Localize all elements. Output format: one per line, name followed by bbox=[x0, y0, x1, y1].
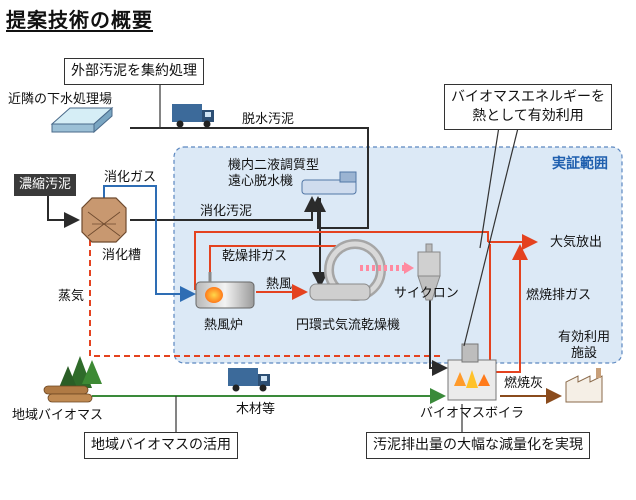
biomass-energy-callout: バイオマスエネルギーを 熱として有効利用 bbox=[444, 84, 612, 130]
external-sludge-callout: 外部汚泥を集約処理 bbox=[64, 58, 204, 85]
effective-use-line1: 有効利用 bbox=[558, 330, 611, 345]
wood-label: 木材等 bbox=[236, 402, 276, 417]
callout-text: 地域バイオマスの活用 bbox=[91, 437, 231, 453]
combustion-exhaust-label: 燃焼排ガス bbox=[526, 288, 592, 303]
steam-label: 蒸気 bbox=[58, 289, 85, 304]
thick-sludge-label: 濃縮汚泥 bbox=[14, 174, 77, 196]
digester-label: 消化槽 bbox=[102, 248, 142, 263]
hot-air-label: 熱風 bbox=[266, 277, 293, 292]
digestion-gas-label: 消化ガス bbox=[104, 170, 157, 185]
truck-icon bbox=[228, 368, 270, 392]
logs-icon bbox=[43, 385, 93, 403]
dry-exhaust-label: 乾燥排ガス bbox=[222, 249, 288, 264]
effective-use-line2: 施設 bbox=[571, 346, 598, 361]
sewage-plant-label: 近隣の下水処理場 bbox=[8, 92, 113, 107]
dewatering-line2: 遠心脱水機 bbox=[228, 174, 294, 189]
hot-air-furnace-icon bbox=[195, 272, 255, 309]
hot-air-furnace-label: 熱風炉 bbox=[204, 318, 244, 333]
regional-biomass-label: 地域バイオマス bbox=[12, 408, 104, 423]
callout-text: 熱として有効利用 bbox=[472, 108, 584, 124]
boiler-label: バイオマスボイラ bbox=[420, 406, 525, 421]
centrifuge-icon bbox=[301, 171, 357, 195]
truck-icon bbox=[172, 104, 214, 128]
digestion-gas-flow bbox=[103, 185, 196, 302]
callout-pointers bbox=[159, 84, 521, 432]
sludge-reduction-callout: 汚泥排出量の大幅な減量化を実現 bbox=[366, 432, 590, 459]
ring-dryer-icon bbox=[309, 239, 414, 301]
callout-text: 外部汚泥を集約処理 bbox=[71, 63, 197, 79]
dewatered-sludge-label: 脱水汚泥 bbox=[242, 112, 295, 127]
regional-biomass-callout: 地域バイオマスの活用 bbox=[84, 432, 238, 459]
digester-icon bbox=[81, 197, 127, 243]
digested-sludge-flow bbox=[130, 196, 320, 221]
atmosphere-label: 大気放出 bbox=[550, 235, 603, 250]
biomass-boiler-icon bbox=[447, 343, 497, 401]
callout-text: 汚泥排出量の大幅な減量化を実現 bbox=[373, 437, 583, 453]
facility-icon bbox=[565, 368, 603, 403]
callout-text: バイオマスエネルギーを bbox=[451, 89, 605, 105]
cyclone-icon bbox=[417, 243, 441, 301]
demo-area bbox=[173, 146, 623, 364]
sewage-plant-icon bbox=[50, 106, 114, 134]
dewatering-machine-label: 機内二液調質型 遠心脱水機 bbox=[228, 158, 319, 190]
cyclone-to-boiler-flow bbox=[429, 300, 448, 376]
thick-sludge-flow bbox=[47, 195, 80, 228]
effective-use-label: 有効利用 施設 bbox=[558, 330, 610, 362]
demo-area-label: 実証範囲 bbox=[552, 156, 608, 172]
forest-icon bbox=[58, 356, 102, 390]
dewatered-sludge-flow bbox=[130, 127, 369, 229]
digested-sludge-label: 消化汚泥 bbox=[200, 204, 253, 219]
dewatering-line1: 機内二液調質型 bbox=[228, 158, 320, 173]
cyclone-label: サイクロン bbox=[394, 286, 459, 301]
ash-label: 燃焼灰 bbox=[504, 376, 544, 391]
ring-dryer-label: 円環式気流乾燥機 bbox=[296, 318, 401, 333]
page-title: 提案技術の概要 bbox=[6, 8, 153, 32]
